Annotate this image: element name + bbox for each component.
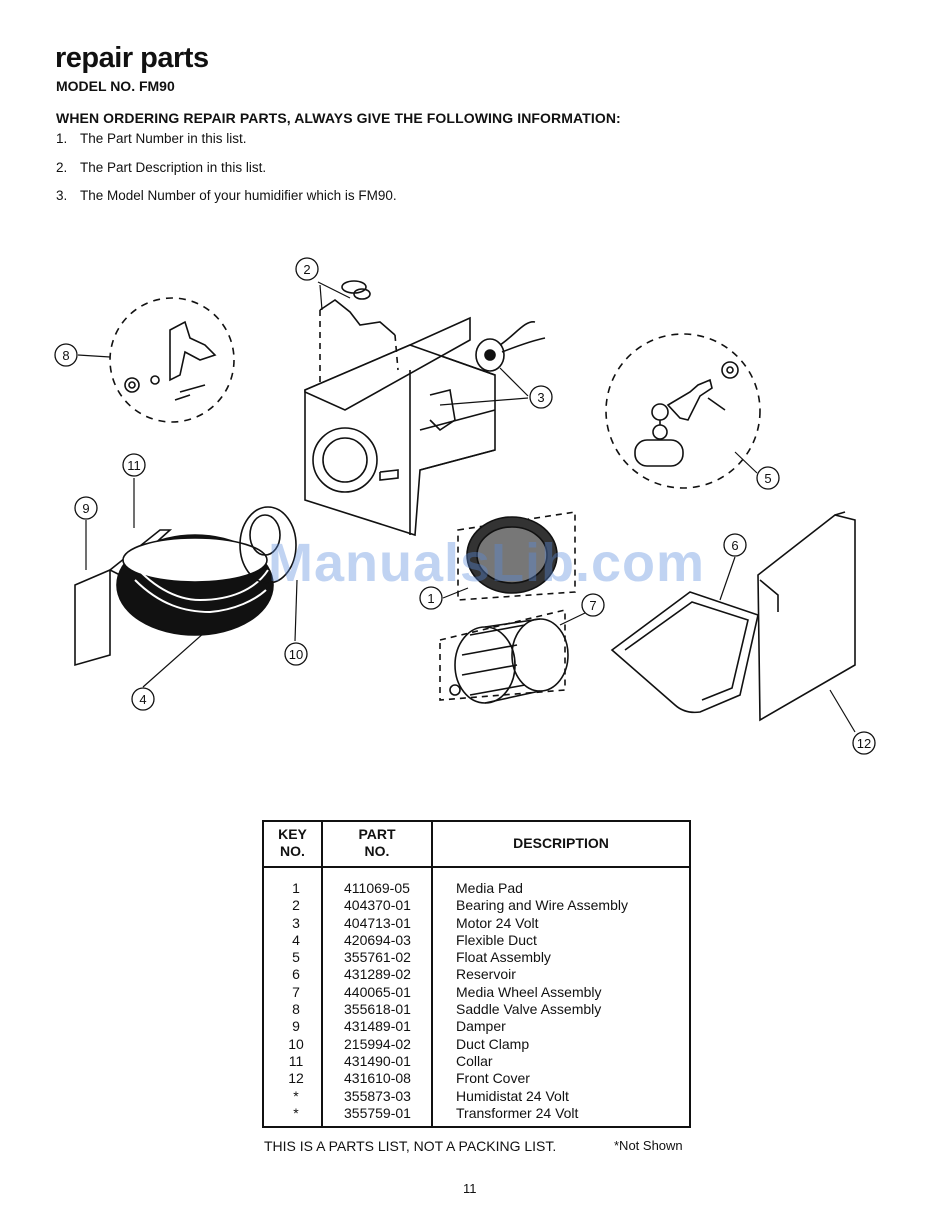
- svg-text:3: 3: [537, 390, 544, 405]
- callout-6: 6: [723, 533, 747, 557]
- instruction-number: 2.: [56, 160, 68, 175]
- motor-drawing: [475, 321, 546, 372]
- svg-text:4: 4: [139, 692, 146, 707]
- svg-text:5: 5: [764, 471, 771, 486]
- reservoir-drawing: [610, 591, 759, 714]
- callout-1: 1: [419, 586, 443, 610]
- svg-text:10: 10: [289, 647, 303, 662]
- flexible-duct-drawing: [74, 506, 297, 667]
- ordering-instructions-heading: WHEN ORDERING REPAIR PARTS, ALWAYS GIVE …: [56, 110, 621, 126]
- humidifier-housing-drawing: [304, 316, 496, 537]
- not-shown-note: *Not Shown: [614, 1138, 683, 1153]
- callout-12: 12: [852, 731, 876, 755]
- svg-text:11: 11: [127, 458, 141, 473]
- saddle-valve-drawing: [109, 297, 235, 423]
- svg-text:7: 7: [589, 598, 596, 613]
- svg-text:2: 2: [303, 262, 310, 277]
- instruction-number: 3.: [56, 188, 68, 203]
- instruction-text: The Model Number of your humidifier whic…: [80, 188, 397, 203]
- instruction-item: 1. The Part Number in this list.: [56, 131, 247, 146]
- media-pad-drawing: [457, 511, 576, 601]
- column-header-description: DESCRIPTION: [513, 835, 609, 851]
- svg-text:6: 6: [731, 538, 738, 553]
- callout-11: 11: [122, 453, 146, 477]
- parts-list-note: THIS IS A PARTS LIST, NOT A PACKING LIST…: [264, 1138, 557, 1154]
- column-divider: [321, 822, 323, 1126]
- callout-9: 9: [74, 496, 98, 520]
- media-wheel-drawing: [439, 608, 569, 704]
- instruction-text: The Part Number in this list.: [80, 131, 247, 146]
- callout-labels: 2 3 8 5 11 9 10 4 1 6 7 12: [54, 257, 876, 755]
- callout-5: 5: [756, 466, 780, 490]
- instruction-item: 3. The Model Number of your humidifier w…: [56, 188, 397, 203]
- front-cover-drawing: [757, 511, 856, 722]
- exploded-parts-diagram: 2 3 8 5 11 9 10 4 1 6 7 12: [54, 257, 876, 755]
- bearing-wire-drawing: [319, 280, 399, 385]
- float-assembly-drawing: [605, 333, 761, 489]
- instruction-item: 2. The Part Description in this list.: [56, 160, 266, 175]
- model-number: MODEL NO. FM90: [56, 78, 175, 94]
- callout-2: 2: [295, 257, 319, 281]
- callout-10: 10: [284, 642, 308, 666]
- svg-text:9: 9: [82, 501, 89, 516]
- callout-4: 4: [131, 687, 155, 711]
- svg-text:12: 12: [857, 736, 871, 751]
- svg-text:8: 8: [62, 348, 69, 363]
- callout-3: 3: [529, 385, 553, 409]
- callout-8: 8: [54, 343, 78, 367]
- instruction-number: 1.: [56, 131, 68, 146]
- callout-7: 7: [581, 593, 605, 617]
- svg-text:1: 1: [427, 591, 434, 606]
- column-divider: [431, 822, 433, 1126]
- watermark: ManualsLib.com: [268, 533, 706, 593]
- page-title: repair parts: [55, 42, 209, 74]
- page-number: 11: [463, 1181, 477, 1196]
- instruction-text: The Part Description in this list.: [80, 160, 267, 175]
